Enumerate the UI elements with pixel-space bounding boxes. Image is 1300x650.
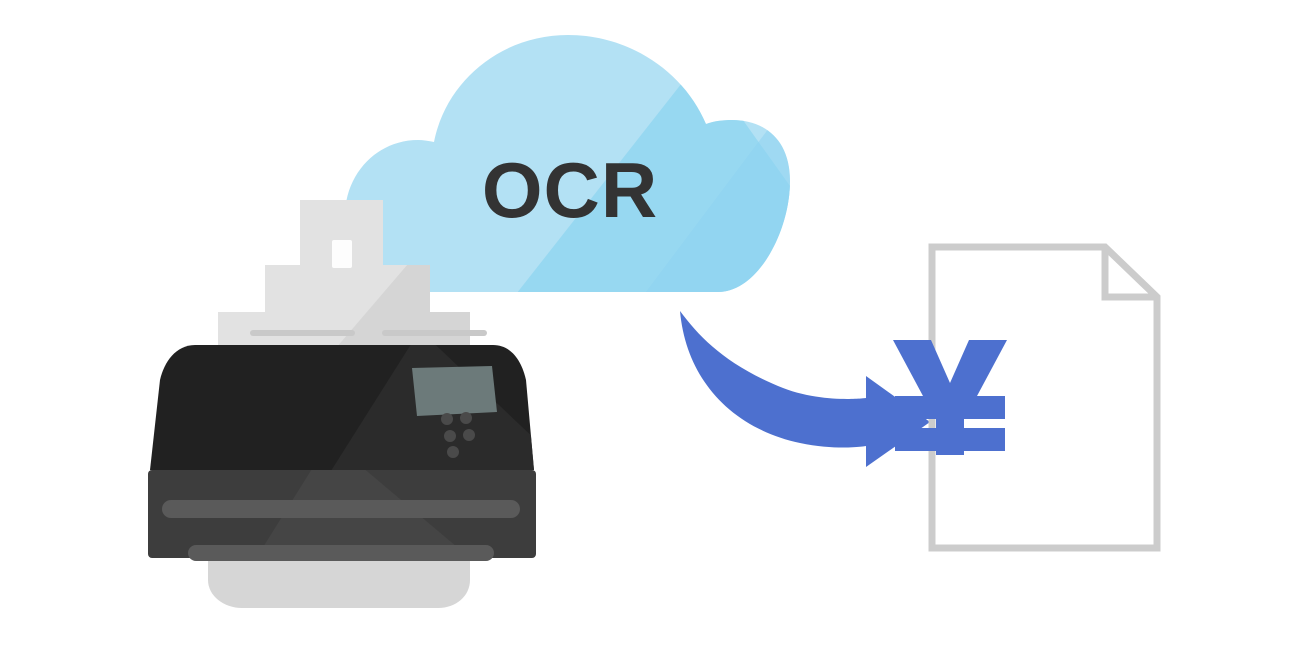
printer-paper-feeder <box>218 200 487 345</box>
printer-lower-body <box>148 470 536 561</box>
feeder-slot-line-right <box>382 330 487 336</box>
printer-control-screen[interactable] <box>412 366 497 416</box>
document-page-icon <box>928 243 1161 552</box>
cloud-group <box>345 35 790 292</box>
printer-group <box>148 200 536 608</box>
printer-keypad-dots[interactable] <box>441 412 475 458</box>
yen-currency-icon <box>893 340 1007 455</box>
printer-paper-slot-upper <box>162 500 520 518</box>
printer-upper-body <box>150 345 534 470</box>
curved-arrow-right-icon <box>680 311 930 467</box>
cloud-ocr-label: OCR <box>481 146 659 234</box>
feeder-slot-line-left <box>250 330 355 336</box>
printer-paper-slot-lower <box>188 545 494 561</box>
cloud-shade <box>480 60 790 292</box>
printer-output-tray <box>208 558 470 608</box>
feeder-paper-slot <box>332 240 352 268</box>
